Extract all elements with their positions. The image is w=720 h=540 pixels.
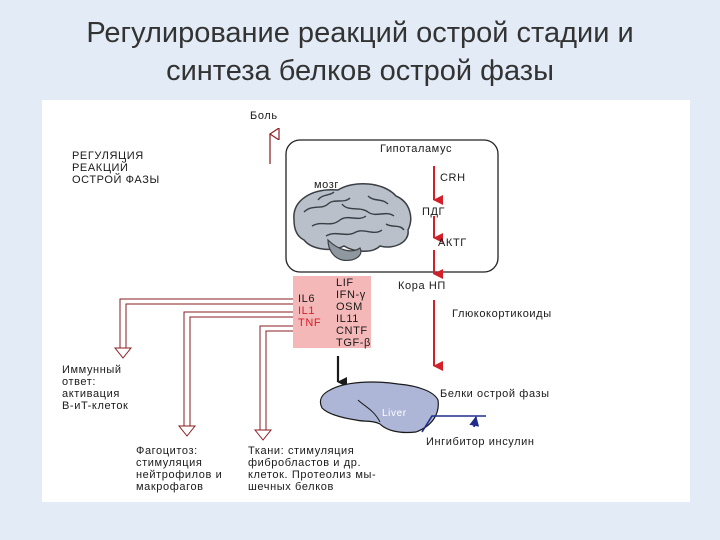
immune-pathway <box>119 298 293 348</box>
cytokine-box <box>293 276 371 348</box>
insulin-inhibitor-label: Ингибитор инсулин <box>426 436 535 448</box>
cytokine-tnf: TNF <box>298 317 322 329</box>
liver-label: Liver <box>382 408 407 419</box>
tissues-pathway <box>259 325 293 430</box>
title-line-1: Регулирование реакций острой стадии и <box>86 17 634 49</box>
cytokine-il6: IL6 <box>298 293 316 305</box>
liver-shape <box>319 381 439 434</box>
title-line-2: синтеза белков острой фазы <box>166 55 554 87</box>
brain-label: мозг <box>314 179 340 191</box>
acute-phase-proteins-label: Белки острой фазы <box>440 388 550 400</box>
phagocytosis-arrowhead <box>177 425 197 437</box>
actg-label: АКТГ <box>438 237 467 249</box>
tissues-label: Ткани: стимуляция фибробластов и др. кле… <box>248 445 377 493</box>
diagram-drawing <box>113 100 499 441</box>
glucocorticoids-label: Глюкокортикоиды <box>452 308 552 320</box>
phagocytosis-pathway <box>183 311 293 426</box>
cytokine-lif: LIF <box>336 277 354 289</box>
diagram-panel: Боль РЕГУЛЯЦИЯ РЕАКЦИЙ ОСТРОЙ ФАЗЫ Гипот… <box>42 100 690 502</box>
cytokine-cntf: CNTF <box>336 325 368 337</box>
hypothalamus-label: Гипоталамус <box>380 143 453 155</box>
cytokine-ifn: IFN-γ <box>336 289 366 301</box>
slide-title: Регулирование реакций острой стадии и си… <box>0 14 720 90</box>
pdg-label: ПДГ <box>422 206 446 218</box>
phagocytosis-label: Фагоцитоз: стимуляция нейтрофилов и макр… <box>136 445 223 493</box>
cytokine-tgf: TGF-β <box>336 337 371 349</box>
insulin-arrow <box>421 415 486 433</box>
brain-icon <box>293 183 412 261</box>
immune-arrowhead <box>113 347 133 359</box>
tissues-arrowhead <box>253 429 273 441</box>
adrenal-cortex-label: Кора НП <box>398 280 446 292</box>
cytokine-osm: OSM <box>336 301 363 313</box>
cytokine-il1: IL1 <box>298 305 316 317</box>
pain-label: Боль <box>250 110 278 122</box>
regulation-label: РЕГУЛЯЦИЯ РЕАКЦИЙ ОСТРОЙ ФАЗЫ <box>72 150 160 186</box>
crh-label: CRH <box>440 172 466 184</box>
cytokine-il11: IL11 <box>336 313 359 325</box>
immune-response-label: Иммунный ответ: активация B-иT-клеток <box>62 364 129 412</box>
